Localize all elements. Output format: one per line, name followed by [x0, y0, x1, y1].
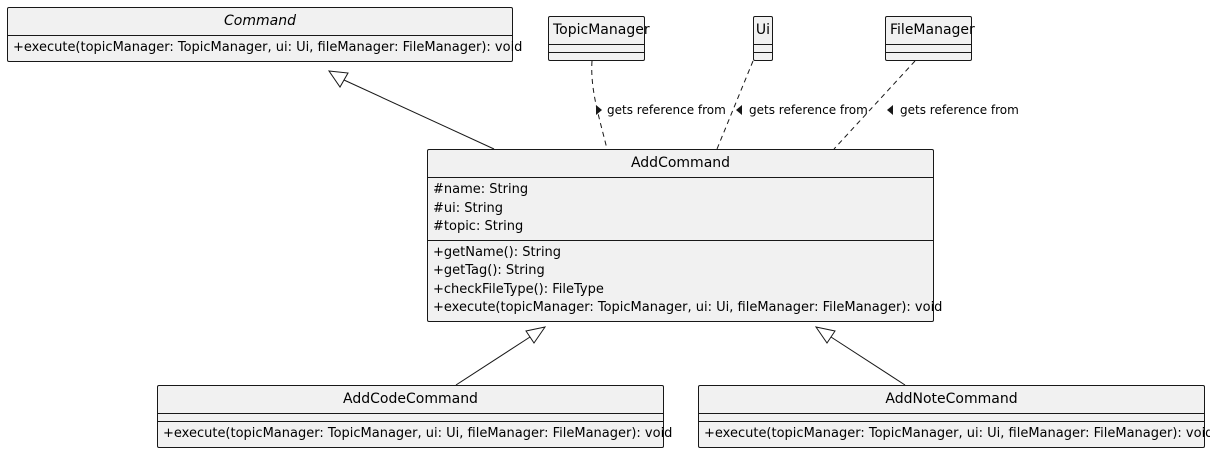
- dependency-ui: [716, 60, 754, 150]
- inheritance-arrowhead-command: [327, 70, 349, 88]
- methods-section: [549, 53, 644, 60]
- methods-section: +execute(topicManager: TopicManager, ui:…: [158, 422, 673, 447]
- methods-section: [754, 53, 772, 60]
- class-ui[interactable]: Ui: [753, 16, 773, 61]
- dependency-label-filemanager: gets reference from: [900, 103, 1019, 117]
- class-name: Ui: [754, 17, 772, 45]
- class-name: AddCommand: [428, 150, 933, 178]
- method: +execute(topicManager: TopicManager, ui:…: [704, 426, 1210, 441]
- fields-section: #name: String #ui: String #topic: String: [428, 178, 933, 241]
- direction-triangle-topicmanager: [596, 105, 602, 115]
- methods-section: +execute(topicManager: TopicManager, ui:…: [8, 36, 523, 61]
- method: +getTag(): String: [433, 263, 545, 278]
- direction-triangle-filemanager: [887, 105, 893, 115]
- method: +getName(): String: [433, 244, 562, 260]
- class-name: Command: [8, 8, 512, 36]
- class-add-note-command[interactable]: AddNoteCommand +execute(topicManager: To…: [698, 385, 1210, 448]
- class-name: TopicManager: [549, 17, 650, 45]
- dependency-topicmanager: [591, 60, 608, 150]
- fields-section: [886, 45, 971, 53]
- class-name: FileManager: [886, 17, 975, 45]
- field: #topic: String: [433, 219, 524, 234]
- methods-section: [886, 53, 971, 60]
- field: #ui: String: [433, 200, 504, 216]
- inheritance-addcode-addcommand: [455, 336, 531, 386]
- class-name: AddNoteCommand: [699, 386, 1204, 414]
- fields-section: [754, 45, 772, 53]
- fields-section: [549, 45, 644, 53]
- direction-triangle-ui: [736, 105, 742, 115]
- methods-section: +getName(): String +getTag(): String +ch…: [428, 241, 943, 321]
- inheritance-addnote-addcommand: [830, 336, 906, 386]
- class-add-code-command[interactable]: AddCodeCommand +execute(topicManager: To…: [157, 385, 673, 448]
- class-name: AddCodeCommand: [158, 386, 663, 414]
- class-add-command[interactable]: AddCommand #name: String #ui: String #to…: [427, 149, 943, 322]
- method: +execute(topicManager: TopicManager, ui:…: [163, 426, 673, 441]
- field: #name: String: [433, 182, 529, 197]
- fields-section: [699, 414, 1204, 422]
- dependency-label-topicmanager: gets reference from: [607, 103, 726, 117]
- dependency-label-ui: gets reference from: [749, 103, 868, 117]
- method: +execute(topicManager: TopicManager, ui:…: [13, 40, 523, 55]
- class-command[interactable]: Command +execute(topicManager: TopicMana…: [7, 7, 523, 62]
- class-file-manager[interactable]: FileManager: [885, 16, 975, 61]
- method: +checkFileType(): FileType: [433, 281, 604, 297]
- class-topic-manager[interactable]: TopicManager: [548, 16, 650, 61]
- method: +execute(topicManager: TopicManager, ui:…: [433, 300, 943, 315]
- inheritance-addcommand-command: [343, 79, 495, 150]
- inheritance-arrowhead-addnote: [814, 326, 836, 344]
- fields-section: [158, 414, 663, 422]
- methods-section: +execute(topicManager: TopicManager, ui:…: [699, 422, 1210, 447]
- dependency-filemanager: [833, 60, 916, 150]
- inheritance-arrowhead-addcode: [525, 326, 547, 344]
